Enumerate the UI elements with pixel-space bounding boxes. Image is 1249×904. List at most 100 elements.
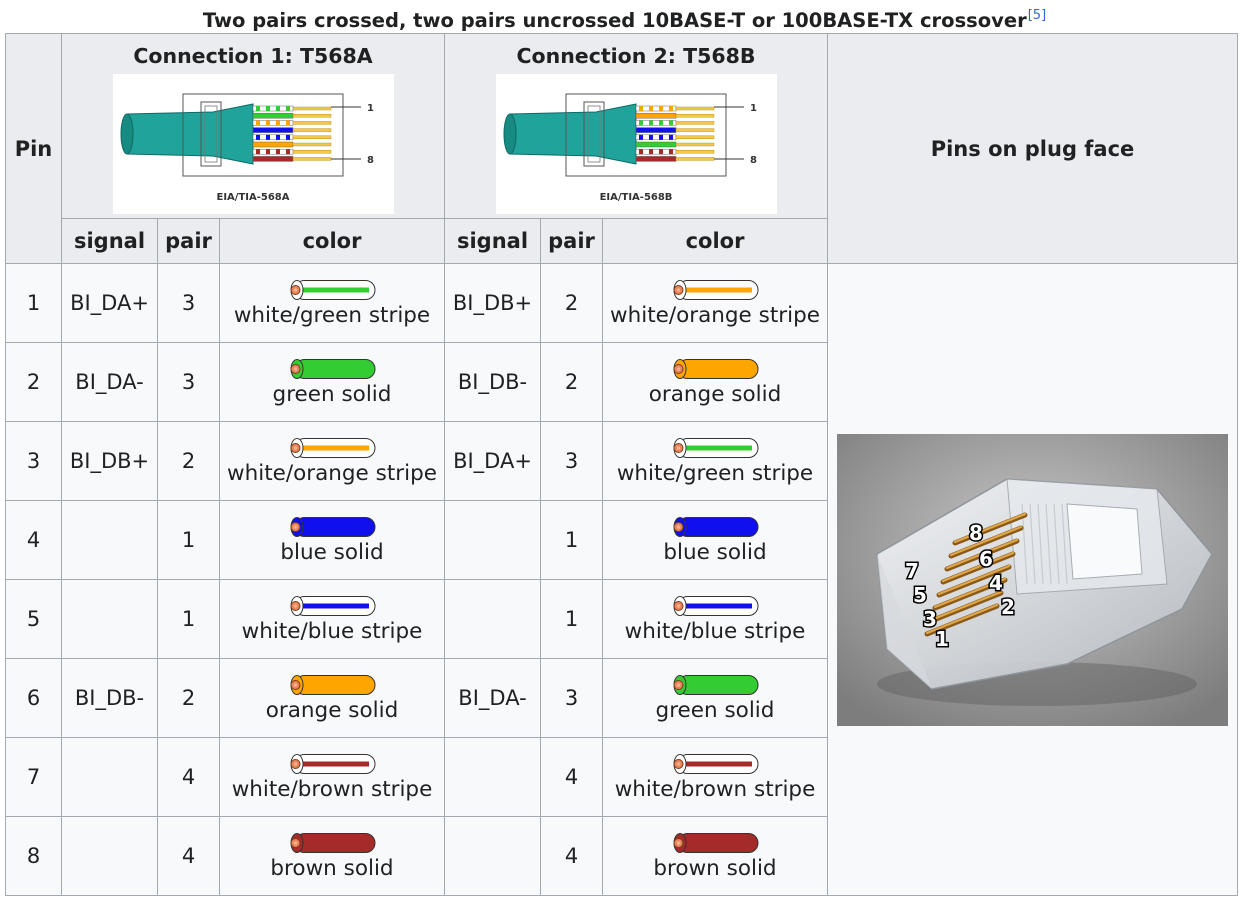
pin-number: 4 <box>5 500 62 580</box>
c2-pair: 2 <box>540 342 603 422</box>
pin-number: 6 <box>5 658 62 738</box>
wire-icon <box>673 359 759 379</box>
c2-pair: 1 <box>540 500 603 580</box>
c2-signal: BI_DA- <box>444 658 541 738</box>
c2-pair: 4 <box>540 816 603 896</box>
pin-number: 5 <box>5 579 62 659</box>
c1-color-cell: white/blue stripe <box>219 579 445 659</box>
c2-color-cell: white/blue stripe <box>602 579 828 659</box>
diagram-caption: EIA/TIA-568B <box>599 192 672 203</box>
pin-number: 7 <box>5 737 62 817</box>
color-label: green solid <box>655 698 775 723</box>
c1-color-cell: green solid <box>219 342 445 422</box>
c2-pair-header: pair <box>540 218 603 264</box>
c1-signal-header: signal <box>61 218 158 264</box>
c1-signal: BI_DA- <box>61 342 158 422</box>
c2-pair: 3 <box>540 421 603 501</box>
plug-pin-number: 1 <box>935 627 949 651</box>
c1-color-cell: white/orange stripe <box>219 421 445 501</box>
wire-icon <box>290 675 376 695</box>
wire-icon <box>673 675 759 695</box>
wire-icon <box>290 833 376 853</box>
table-caption: Two pairs crossed, two pairs uncrossed 1… <box>0 0 1249 32</box>
plug-pin-number: 8 <box>969 521 983 545</box>
pin-number: 2 <box>5 342 62 422</box>
color-label: blue solid <box>280 540 384 565</box>
c1-signal <box>61 816 158 896</box>
c1-pair: 3 <box>157 342 220 422</box>
c1-pair: 1 <box>157 579 220 659</box>
c1-pair: 2 <box>157 658 220 738</box>
c2-signal <box>444 579 541 659</box>
color-label: white/green stripe <box>233 303 431 328</box>
color-label: green solid <box>272 382 392 407</box>
color-label: white/brown stripe <box>614 777 816 802</box>
c2-pair: 4 <box>540 737 603 817</box>
diagram-pin-first: 1 <box>367 103 374 114</box>
c1-pair: 2 <box>157 421 220 501</box>
table-row: 7 4 white/brown stripe 4 white/brown stripe <box>5 737 1238 817</box>
pin-number: 8 <box>5 816 62 896</box>
wire-icon <box>290 596 376 616</box>
color-label: brown solid <box>270 856 394 881</box>
c2-color-cell: blue solid <box>602 500 828 580</box>
c1-signal: BI_DB+ <box>61 421 158 501</box>
color-label: orange solid <box>265 698 399 723</box>
wire-icon <box>290 359 376 379</box>
diagram-caption: EIA/TIA-568A <box>216 192 289 203</box>
diagram-pin-last: 8 <box>750 155 757 166</box>
c1-signal <box>61 737 158 817</box>
color-label: white/brown stripe <box>231 777 433 802</box>
color-label: white/green stripe <box>616 461 814 486</box>
c2-color-cell: white/orange stripe <box>602 263 828 343</box>
c1-color-cell: white/brown stripe <box>219 737 445 817</box>
table-row: 8 4 brown solid 4 brown solid <box>5 816 1238 896</box>
c2-pair: 2 <box>540 263 603 343</box>
plug-pin-number: 2 <box>1001 595 1015 619</box>
wire-icon <box>673 438 759 458</box>
plug-pin-number: 4 <box>989 571 1003 595</box>
c2-color-cell: orange solid <box>602 342 828 422</box>
c1-color-header: color <box>219 218 445 264</box>
caption-title: Two pairs crossed, two pairs uncrossed 1… <box>202 9 1027 32</box>
pin-number: 3 <box>5 421 62 501</box>
diagram-pin-first: 1 <box>750 103 757 114</box>
color-label: orange solid <box>648 382 782 407</box>
c2-color-header: color <box>602 218 828 264</box>
c1-signal <box>61 579 158 659</box>
color-label: blue solid <box>663 540 767 565</box>
c1-signal: BI_DA+ <box>61 263 158 343</box>
reference-link[interactable]: [5] <box>1027 8 1047 23</box>
wire-icon <box>673 833 759 853</box>
c1-pair: 4 <box>157 737 220 817</box>
wire-icon <box>673 596 759 616</box>
c2-signal: BI_DB+ <box>444 263 541 343</box>
c2-pair: 3 <box>540 658 603 738</box>
c2-color-cell: green solid <box>602 658 828 738</box>
wire-icon <box>290 754 376 774</box>
wire-icon <box>673 754 759 774</box>
c1-color-cell: orange solid <box>219 658 445 738</box>
c2-signal-header: signal <box>444 218 541 264</box>
plug-pin-number: 7 <box>905 559 919 583</box>
c2-color-cell: white/green stripe <box>602 421 828 501</box>
color-label: white/orange stripe <box>610 303 820 328</box>
color-label: brown solid <box>653 856 777 881</box>
c1-color-cell: white/green stripe <box>219 263 445 343</box>
wire-icon <box>673 517 759 537</box>
c1-pair: 4 <box>157 816 220 896</box>
plug-pin-number: 6 <box>979 547 993 571</box>
c2-signal <box>444 500 541 580</box>
c2-signal <box>444 737 541 817</box>
c2-color-cell: brown solid <box>602 816 828 896</box>
plug-pin-number: 5 <box>913 583 927 607</box>
